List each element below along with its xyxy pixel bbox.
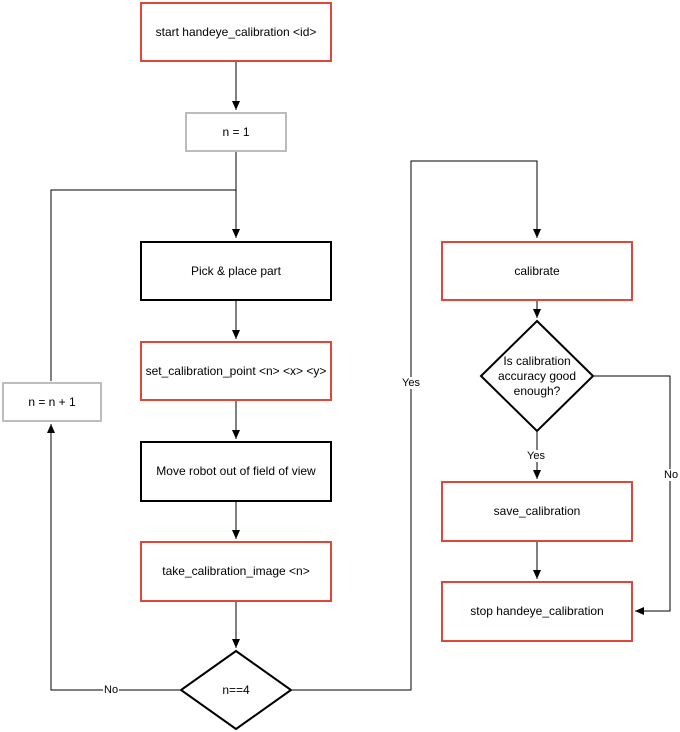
- accuracy-check-label: Is calibration accuracy good enough?: [497, 353, 577, 398]
- edge-increment-to-loop: [50, 189, 236, 381]
- n-check-label: n==4: [222, 682, 250, 697]
- stop-label: stop handeye_calibration: [470, 604, 604, 618]
- save-label: save_calibration: [493, 504, 581, 518]
- edge-check-no-to-increment: [47, 424, 181, 691]
- take-image-label: take_calibration_image <n>: [162, 564, 310, 578]
- n-init-label: n = 1: [222, 124, 250, 139]
- edge-label-no-loop: No: [103, 684, 120, 696]
- start-node-label: start handeye_calibration <id>: [155, 24, 317, 39]
- edge-label-no-to-stop: No: [663, 469, 680, 481]
- edge-label-yes-to-calibrate: Yes: [401, 377, 421, 389]
- edge-accuracy-no-to-stop: [593, 375, 671, 615]
- pick-place-node: Pick & place part: [140, 241, 332, 301]
- n-increment-node: n = n + 1: [2, 382, 102, 422]
- save-node: save_calibration: [441, 481, 633, 542]
- calibrate-label: calibrate: [514, 263, 560, 278]
- pick-place-label: Pick & place part: [190, 263, 282, 278]
- edge-label-yes-to-save: Yes: [526, 450, 546, 462]
- edge-check-yes-to-calibrate: [291, 160, 541, 691]
- set-point-label: set_calibration_point <n> <x> <y>: [145, 363, 327, 378]
- move-robot-node: Move robot out of field of view: [140, 441, 332, 502]
- set-point-node: set_calibration_point <n> <x> <y>: [140, 341, 332, 401]
- start-node: start handeye_calibration <id>: [140, 2, 332, 62]
- accuracy-check-diamond: [479, 319, 595, 433]
- n-init-node: n = 1: [185, 112, 287, 152]
- calibrate-node: calibrate: [441, 241, 633, 301]
- stop-node: stop handeye_calibration: [441, 581, 633, 642]
- move-robot-label: Move robot out of field of view: [156, 464, 316, 478]
- n-increment-label: n = n + 1: [28, 394, 76, 409]
- take-image-node: take_calibration_image <n>: [140, 541, 332, 602]
- n-check-diamond: [179, 649, 293, 731]
